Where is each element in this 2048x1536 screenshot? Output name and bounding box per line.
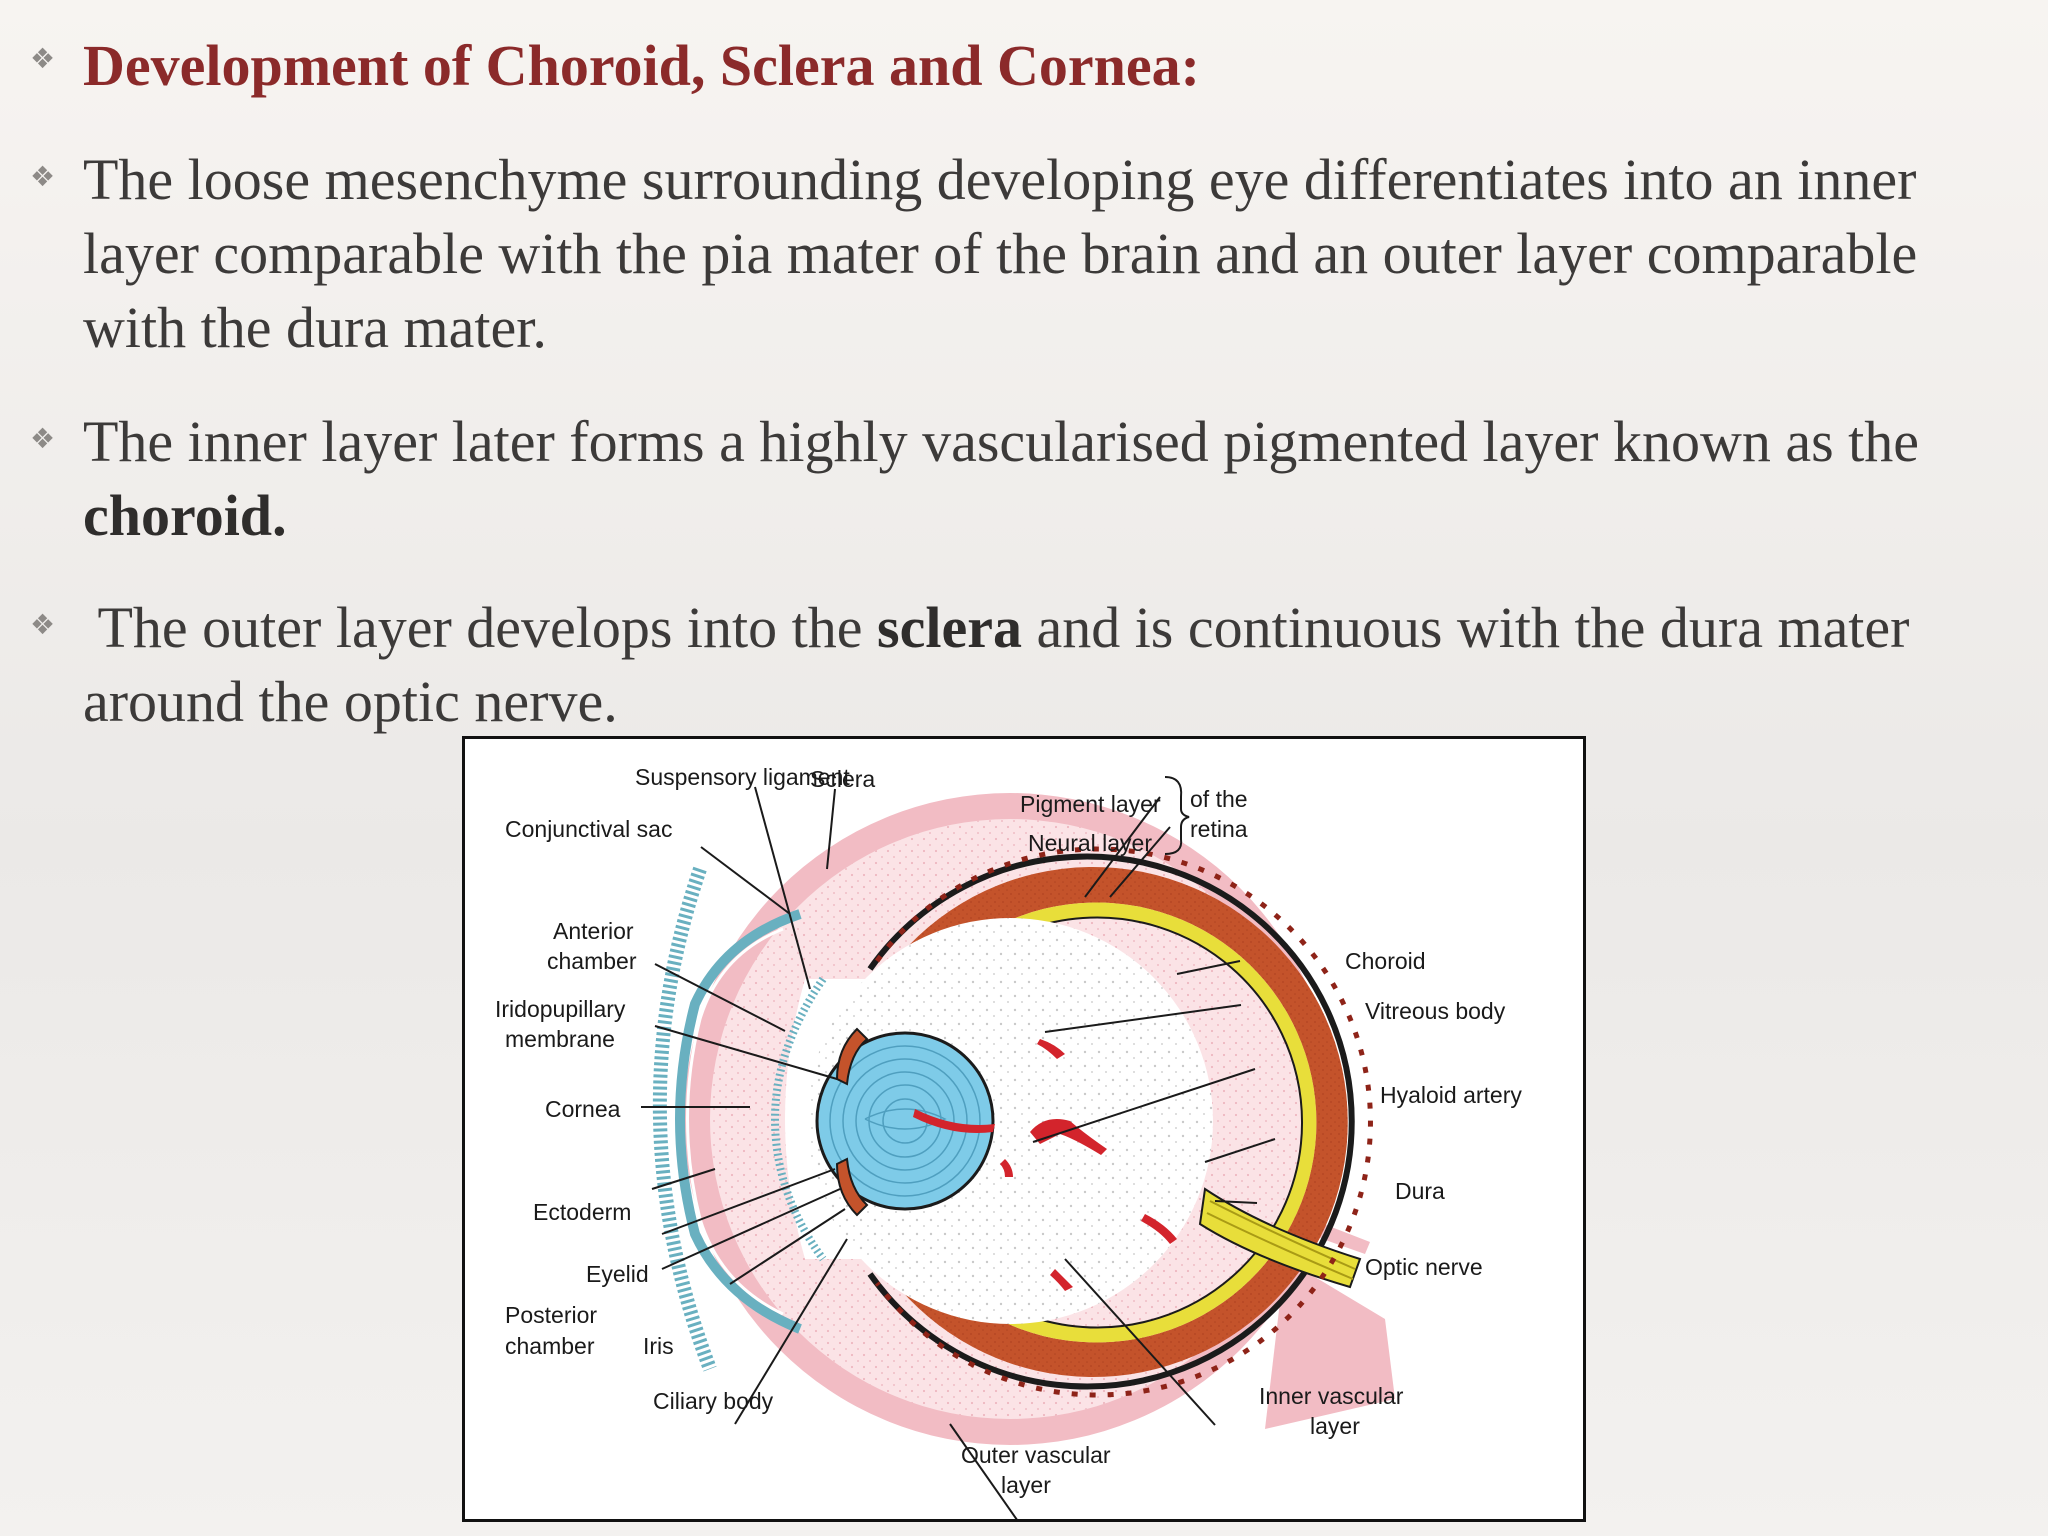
outer-vascular-layer	[874, 846, 1373, 1398]
bullet-icon: ❖	[30, 160, 56, 193]
slide-title: Development of Choroid, Sclera and Corne…	[83, 33, 1200, 98]
paragraph-choroid: The inner layer later forms a highly vas…	[83, 405, 2013, 553]
label-outer-vascular-2: layer	[1001, 1472, 1051, 1498]
paragraph-sclera: The outer layer develops into the sclera…	[83, 591, 2013, 739]
label-hyaloid-artery: Hyaloid artery	[1380, 1082, 1522, 1108]
label-suspensory-ligament: Suspensory ligament	[635, 764, 850, 790]
label-iridopupillary-1: Iridopupillary	[495, 996, 626, 1022]
eye-development-figure: Suspensory ligament Sclera Conjunctival …	[462, 736, 1586, 1522]
label-cornea: Cornea	[545, 1096, 621, 1122]
diagram-labels: Suspensory ligament Sclera Conjunctival …	[495, 764, 1522, 1498]
neural-layer	[913, 902, 1317, 1343]
label-of-the: of the	[1190, 786, 1248, 812]
label-conjunctival-sac: Conjunctival sac	[505, 816, 672, 842]
choroid-ring	[867, 853, 1355, 1390]
label-inner-vascular-1: Inner vascular	[1259, 1383, 1404, 1409]
leader-lines	[641, 786, 1276, 1519]
optic-nerve	[1198, 1187, 1362, 1289]
paragraph-sclera-text-end: and is continuous with the dura mater ar…	[83, 595, 1910, 734]
hyaloid-artery	[913, 1039, 1177, 1291]
label-ectoderm: Ectoderm	[533, 1199, 631, 1225]
label-inner-vascular-2: layer	[1310, 1413, 1360, 1439]
term-sclera: sclera	[877, 595, 1022, 660]
label-posterior-chamber-1: Posterior	[505, 1302, 597, 1328]
iris	[835, 1027, 869, 1217]
label-anterior-chamber-2: chamber	[547, 948, 637, 974]
vitreous-body	[807, 918, 1213, 1324]
label-choroid: Choroid	[1345, 948, 1426, 974]
label-iris: Iris	[643, 1333, 674, 1359]
label-neural-layer: Neural layer	[1028, 830, 1152, 856]
label-ciliary-body: Ciliary body	[653, 1388, 774, 1414]
label-iridopupillary-2: membrane	[505, 1026, 615, 1052]
label-optic-nerve: Optic nerve	[1365, 1254, 1483, 1280]
paragraph-mesenchyme: The loose mesenchyme surrounding develop…	[83, 147, 1918, 360]
bullet-icon: ❖	[30, 422, 56, 455]
term-choroid: choroid.	[83, 483, 287, 548]
bullet-icon: ❖	[30, 608, 56, 641]
label-pigment-layer: Pigment layer	[1020, 791, 1161, 817]
eye-diagram: Suspensory ligament Sclera Conjunctival …	[495, 764, 1522, 1519]
lens	[815, 1031, 995, 1211]
label-anterior-chamber-1: Anterior	[553, 918, 634, 944]
label-retina: retina	[1190, 816, 1248, 842]
paragraph-sclera-text: The outer layer develops into the	[97, 595, 878, 660]
label-eyelid: Eyelid	[586, 1261, 649, 1287]
retina-brace	[1164, 776, 1190, 855]
ectoderm	[652, 866, 827, 1372]
label-posterior-chamber-2: chamber	[505, 1333, 595, 1359]
label-vitreous-body: Vitreous body	[1365, 998, 1506, 1024]
bullet-icon: ❖	[30, 42, 56, 75]
label-dura: Dura	[1395, 1178, 1445, 1204]
label-sclera: Sclera	[810, 766, 875, 792]
label-outer-vascular-1: Outer vascular	[961, 1442, 1111, 1468]
paragraph-choroid-text: The inner layer later forms a highly vas…	[83, 409, 1920, 474]
